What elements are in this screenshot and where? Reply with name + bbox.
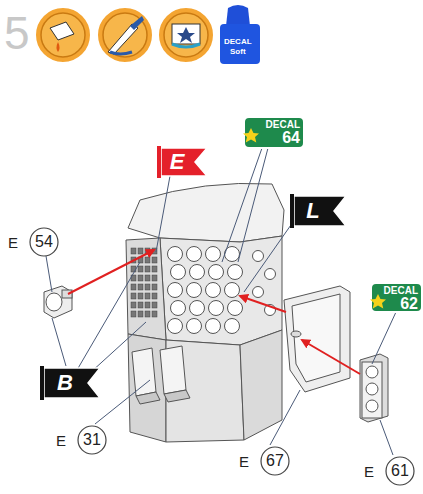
- decal-tag: DECAL62: [370, 282, 423, 313]
- part-number: 54: [30, 234, 58, 250]
- part-gauge-block: [360, 354, 388, 422]
- callout-number: E 67: [235, 445, 291, 477]
- flag-letter: L: [290, 200, 336, 222]
- leader-lines: [46, 148, 396, 455]
- sprue-letter: E: [364, 464, 374, 479]
- decal-word: DECAL: [384, 286, 418, 296]
- decal-word: DECAL: [266, 120, 300, 130]
- decal-soft-bottle: [220, 5, 260, 64]
- callout-number: E 54: [4, 226, 60, 258]
- step-number: 5: [4, 10, 30, 56]
- decal-number: 62: [400, 296, 418, 312]
- sprue-letter: E: [56, 433, 66, 448]
- flag-letter: B: [40, 372, 90, 394]
- part-number: 61: [386, 463, 414, 479]
- callout-number: E 61: [360, 455, 416, 487]
- callout-number: E 31: [52, 424, 108, 456]
- part-knob: [44, 286, 72, 318]
- bottle-label: DECAL: [224, 38, 252, 46]
- paint-icons: [35, 7, 214, 63]
- part-cover: [284, 286, 350, 392]
- decal-tag: DECAL64: [243, 116, 305, 149]
- panel-keys: [131, 248, 157, 317]
- panel-gauges: [168, 247, 276, 334]
- part-number: 31: [78, 432, 106, 448]
- sprue-letter: E: [8, 235, 18, 250]
- decal-number: 64: [282, 130, 300, 146]
- part-flag: B: [40, 366, 102, 400]
- part-flag: E: [157, 146, 209, 178]
- sprue-letter: E: [239, 454, 249, 469]
- part-number: 67: [261, 453, 289, 469]
- assembly-arrows: [68, 250, 360, 374]
- bottle-label: Soft: [230, 48, 246, 56]
- flag-letter: E: [157, 151, 197, 173]
- rudder-pedals: [132, 346, 190, 404]
- part-flag: L: [290, 194, 348, 228]
- instrument-panel: [126, 183, 284, 442]
